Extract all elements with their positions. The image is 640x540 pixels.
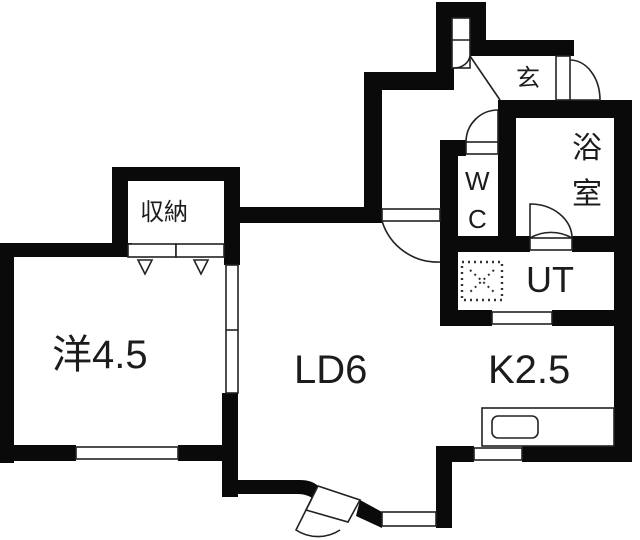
ut-opening xyxy=(491,311,553,325)
living-dining-label: LD6 xyxy=(294,348,368,392)
kitchen-window xyxy=(473,447,523,461)
fixtures xyxy=(136,259,615,447)
storage-door-left xyxy=(127,243,177,258)
entrance-step xyxy=(451,17,471,69)
entrance-label: 玄 xyxy=(516,64,540,92)
bathroom-label-bottom: 室 xyxy=(572,177,602,212)
door-swings xyxy=(294,55,601,538)
wc-door-frame xyxy=(465,141,499,155)
storage-label: 収納 xyxy=(140,198,188,226)
hall-door-frame xyxy=(381,208,441,222)
kitchen-counter xyxy=(481,407,615,447)
western-room-window xyxy=(75,446,179,460)
utility-label: UT xyxy=(526,259,574,300)
windows xyxy=(75,17,573,527)
bath-door-frame xyxy=(529,237,573,251)
toilet-label-w: W xyxy=(465,166,490,196)
washer-space xyxy=(460,260,504,302)
bathroom-label-top: 浴 xyxy=(572,131,602,166)
ld-window xyxy=(381,511,437,527)
western-ld-sliding-door xyxy=(225,264,239,394)
walls xyxy=(0,2,632,528)
kitchen-label: K2.5 xyxy=(488,348,571,392)
toilet-label-c: C xyxy=(468,204,487,234)
sink xyxy=(491,415,539,439)
storage-door-right xyxy=(175,243,225,258)
western-room-label: 洋4.5 xyxy=(52,333,148,377)
entrance-side-window xyxy=(555,55,571,101)
